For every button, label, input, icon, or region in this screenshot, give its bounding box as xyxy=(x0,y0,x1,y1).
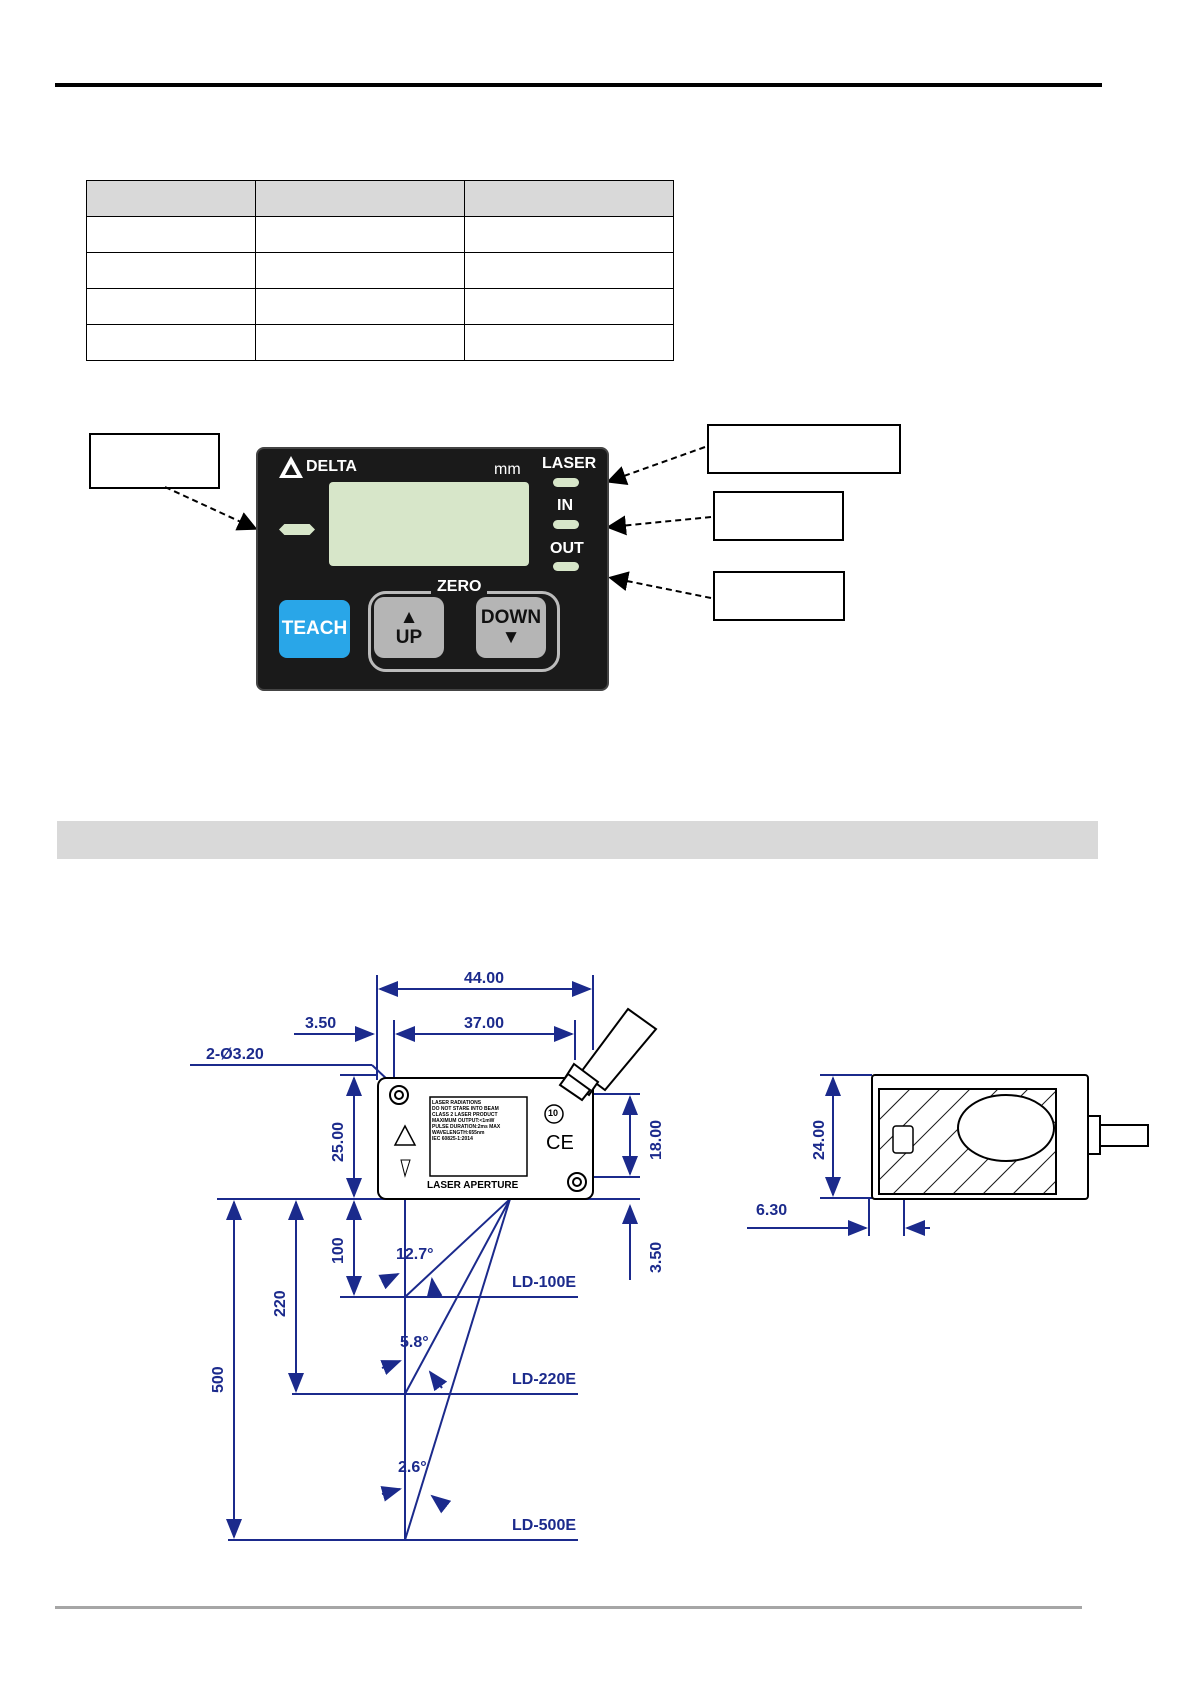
warning-line: IEC 60825-1:2014 xyxy=(432,1136,473,1142)
dim-range-220: 220 xyxy=(272,1290,289,1317)
dim-range-100: 100 xyxy=(330,1237,347,1264)
class-badge: 10 xyxy=(548,1108,559,1118)
warning-line: MAXIMUM OUTPUT:<1mW xyxy=(432,1118,495,1124)
callout-box-display xyxy=(89,433,220,489)
dim-hole-spacing: 37.00 xyxy=(464,1015,505,1032)
warning-line: PULSE DURATION:2ms MAX xyxy=(432,1124,501,1130)
warning-line: DO NOT STARE INTO BEAM xyxy=(432,1106,499,1112)
up-button-label: UP xyxy=(395,626,423,648)
angle-label-500: 2.6° xyxy=(398,1459,427,1476)
arrow-laser xyxy=(606,446,706,486)
indicator-in-label: IN xyxy=(557,497,573,514)
bottom-rule xyxy=(55,1606,1082,1609)
dim-height: 25.00 xyxy=(330,1121,347,1162)
warning-line: CLASS 2 LASER PRODUCT xyxy=(432,1112,498,1118)
table-row xyxy=(86,324,674,361)
aperture-label: LASER APERTURE xyxy=(427,1180,519,1191)
ce-mark: CE xyxy=(546,1132,574,1154)
arrow-display xyxy=(164,486,258,531)
dim-hole-offset: 3.50 xyxy=(305,1015,337,1032)
down-arrow-icon: ▼ xyxy=(501,626,521,648)
model-label-500: LD-500E xyxy=(512,1517,577,1534)
spec-table xyxy=(86,180,674,361)
dim-hole-bottom-offset: 3.50 xyxy=(648,1241,665,1273)
angle-label-220: 5.8° xyxy=(400,1334,429,1351)
in-indicator-led xyxy=(553,520,579,529)
laser-warning-label: LASER RADIATIONS DO NOT STARE INTO BEAM … xyxy=(432,1100,526,1142)
dimension-drawing xyxy=(190,975,1149,1541)
dim-side-offset: 6.30 xyxy=(756,1202,788,1219)
angle-label-100: 12.7° xyxy=(396,1246,434,1263)
down-button-label: DOWN xyxy=(480,606,542,628)
indicator-laser-label: LASER xyxy=(542,455,597,472)
warning-line: WAVELENGTH:655nm xyxy=(432,1130,485,1136)
model-label-100: LD-100E xyxy=(512,1274,577,1291)
lcd-display xyxy=(329,482,529,566)
dim-width-total: 44.00 xyxy=(464,970,505,987)
delta-logo: DELTA xyxy=(278,455,357,484)
model-label-220: LD-220E xyxy=(512,1371,577,1388)
table-row xyxy=(86,288,674,325)
status-led-left xyxy=(279,524,315,535)
indicator-out-label: OUT xyxy=(550,540,584,557)
table-header-cell xyxy=(464,180,674,217)
arrow-out xyxy=(608,571,712,599)
arrow-in xyxy=(606,515,712,536)
up-button[interactable]: ▲ UP xyxy=(374,597,444,658)
zero-label: ZERO xyxy=(431,578,488,596)
up-arrow-icon: ▲ xyxy=(399,606,419,628)
callout-box-in xyxy=(713,491,844,541)
delta-logo-icon xyxy=(279,456,303,478)
laser-indicator-led xyxy=(553,478,579,487)
table-header-cell xyxy=(255,180,465,217)
table-row xyxy=(86,216,674,253)
dim-range-500: 500 xyxy=(210,1366,227,1393)
callout-arrows xyxy=(164,446,712,599)
callout-box-laser xyxy=(707,424,901,474)
table-header-cell xyxy=(86,180,256,217)
brand-text: DELTA xyxy=(306,458,357,475)
down-button[interactable]: DOWN ▼ xyxy=(476,597,546,658)
dim-hole-spec: 2-Ø3.20 xyxy=(206,1046,264,1063)
top-rule xyxy=(55,83,1102,87)
teach-button[interactable]: TEACH xyxy=(279,600,350,658)
unit-label: mm xyxy=(494,461,521,478)
section-heading-bar xyxy=(57,821,1098,859)
out-indicator-led xyxy=(553,562,579,571)
dim-hole-vertical-spacing: 18.00 xyxy=(648,1119,665,1160)
table-header-row xyxy=(86,180,674,217)
warning-line: LASER RADIATIONS xyxy=(432,1100,482,1106)
dim-side-height: 24.00 xyxy=(811,1119,828,1160)
callout-box-out xyxy=(713,571,845,621)
